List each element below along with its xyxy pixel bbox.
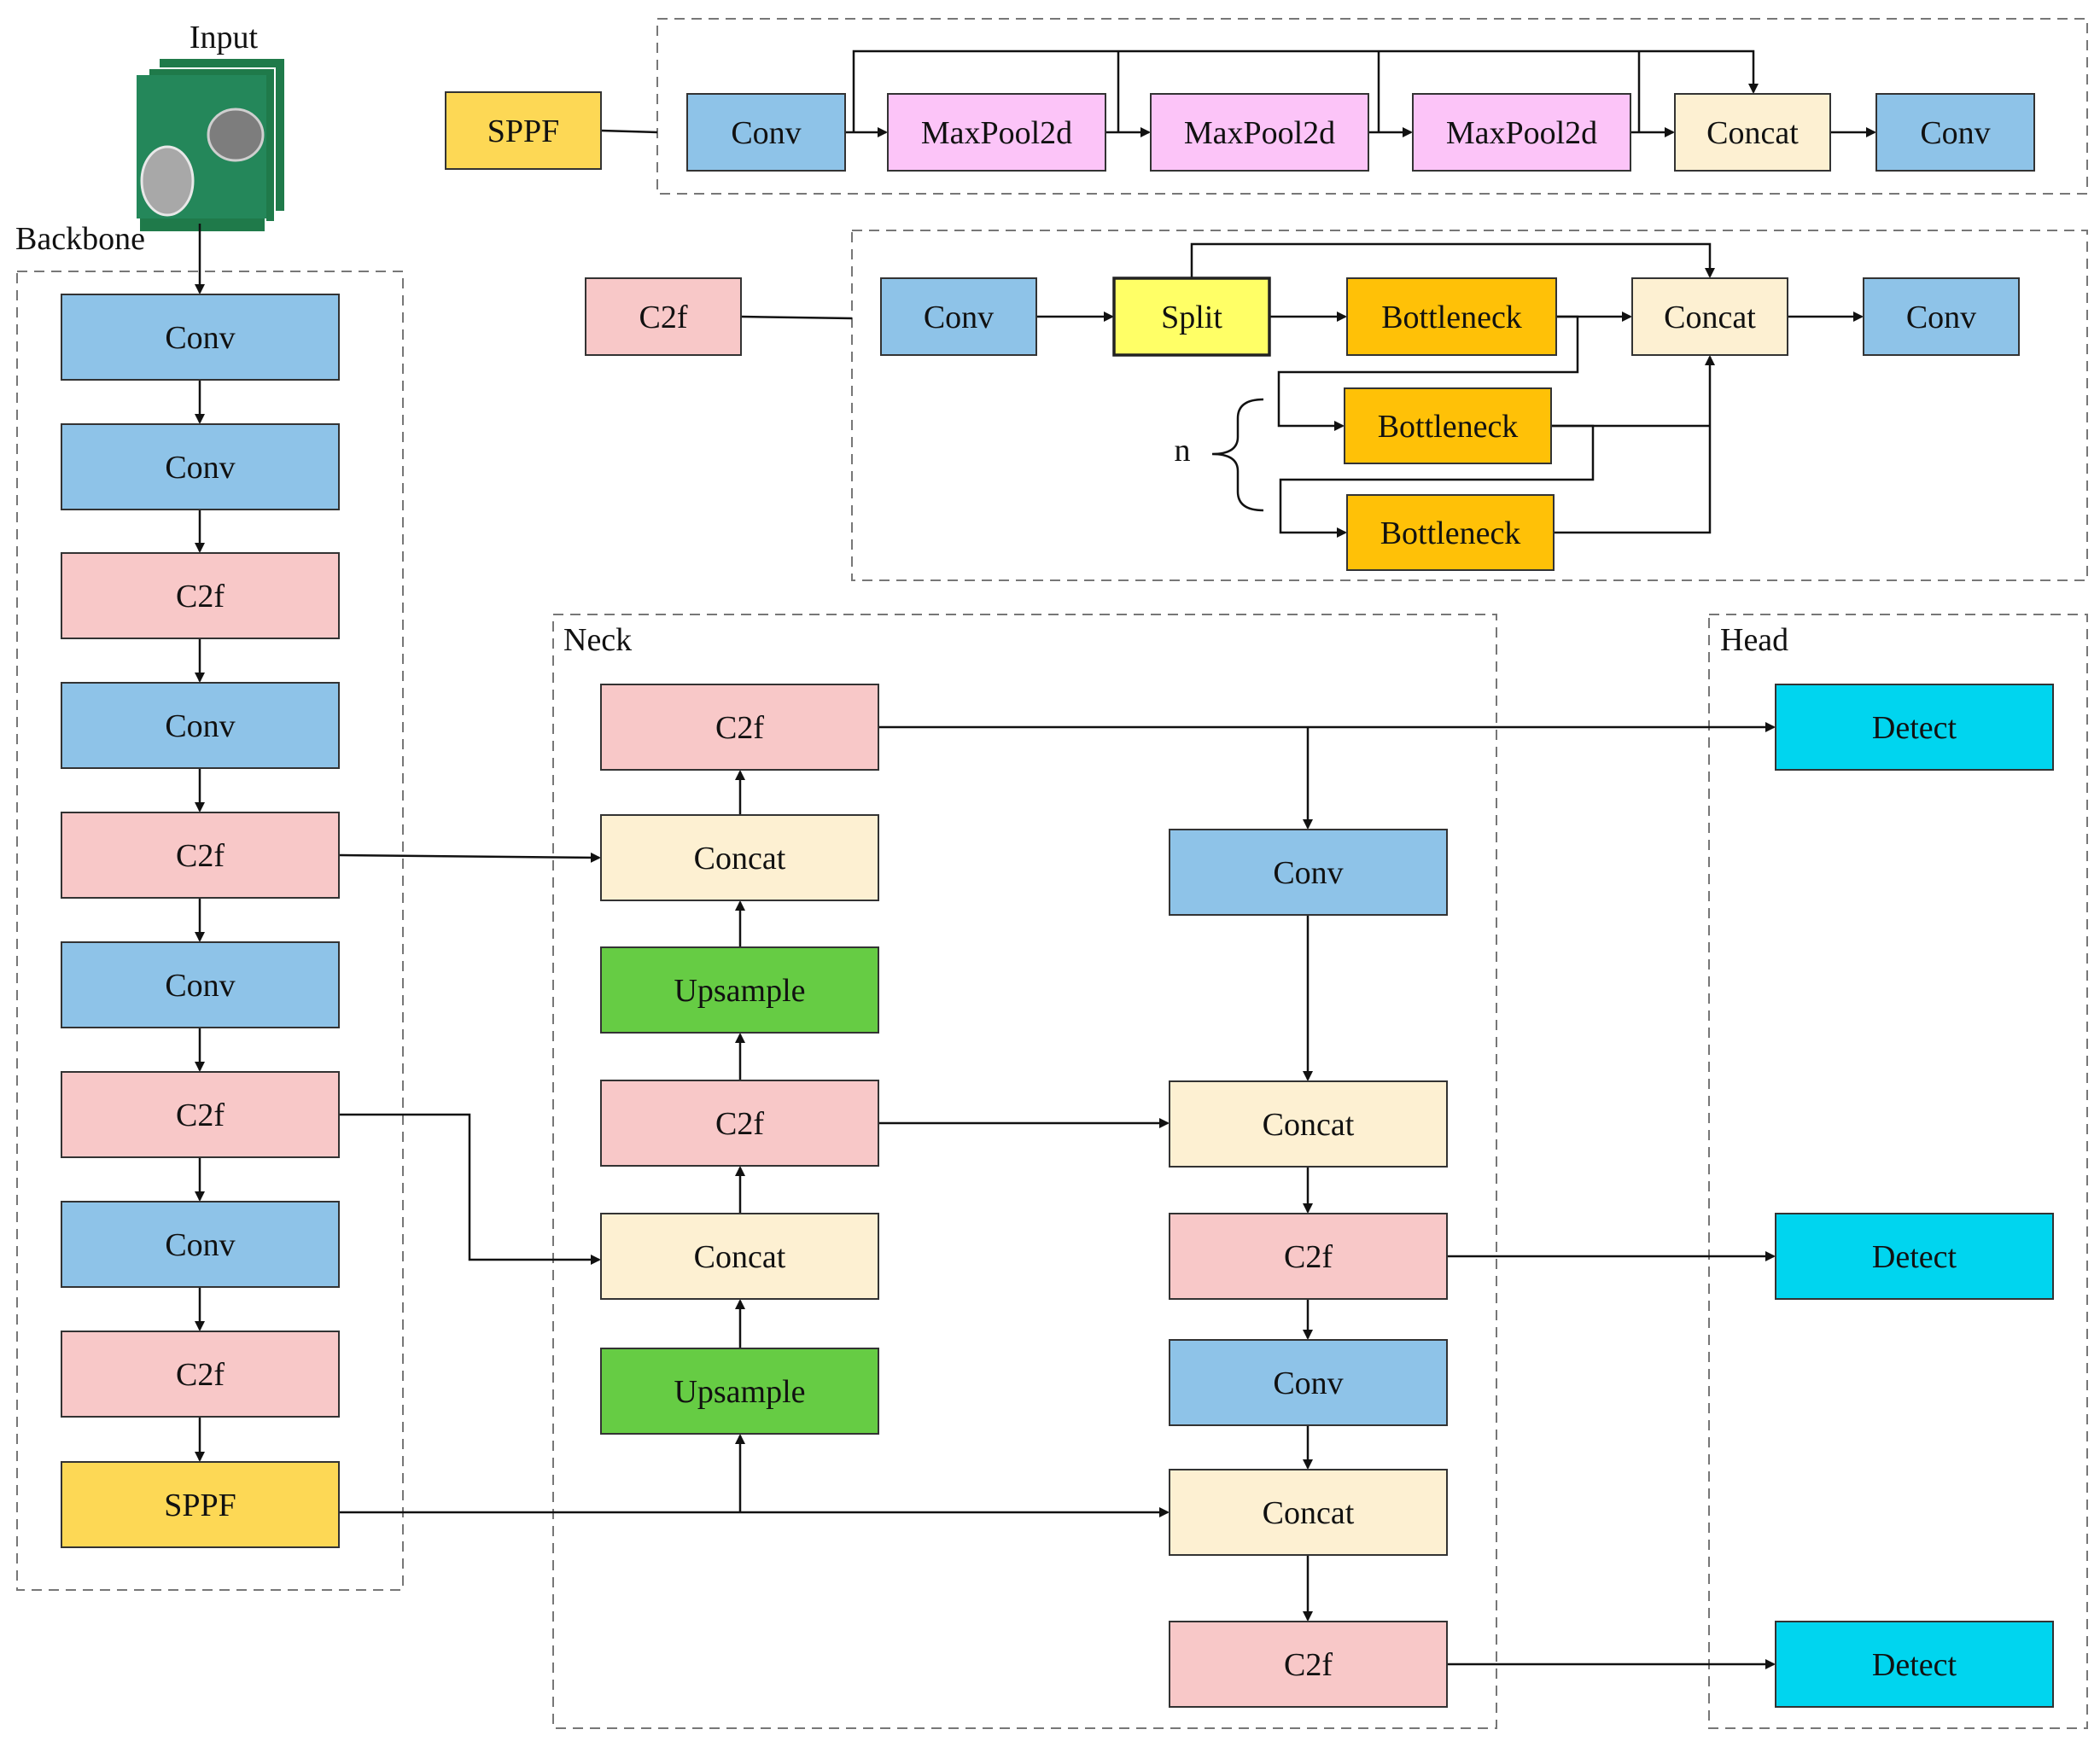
c2f-conv-0-label: Conv: [924, 300, 994, 335]
neck-left-concat-4: Concat: [600, 1213, 879, 1300]
sppf-conv-0-label: Conv: [731, 115, 801, 151]
c2f-bottleneck-2-label: Bottleneck: [1381, 300, 1522, 335]
head-detect-1-label: Detect: [1872, 1239, 1957, 1275]
sppf-maxpool2d-3-label: MaxPool2d: [1446, 115, 1597, 151]
backbone-conv-3-label: Conv: [165, 708, 235, 744]
neck-right-conv-3: Conv: [1169, 1339, 1448, 1426]
sppf-module-container: [656, 18, 2088, 195]
backbone-label: Backbone: [15, 221, 145, 257]
neck-right-conv-3-label: Conv: [1273, 1366, 1343, 1401]
head-detect-1: Detect: [1775, 1213, 2054, 1300]
backbone-conv-0-label: Conv: [165, 320, 235, 356]
neck-right-conv-0-label: Conv: [1273, 855, 1343, 891]
backbone-c2f-6-label: C2f: [176, 1098, 225, 1133]
input-label: Input: [190, 20, 259, 55]
sppf-concat-4: Concat: [1674, 93, 1831, 172]
neck-container: [552, 614, 1497, 1729]
head-detect-2: Detect: [1775, 1621, 2054, 1708]
neck-label: Neck: [563, 622, 632, 658]
c2f-split-1: Split: [1112, 277, 1271, 357]
backbone-conv-7: Conv: [61, 1201, 340, 1288]
neck-right-concat-1-label: Concat: [1263, 1107, 1355, 1143]
neck-left-c2f-0: C2f: [600, 684, 879, 771]
head-detect-0-label: Detect: [1872, 710, 1957, 746]
c2f-bottleneck-2: Bottleneck: [1346, 277, 1557, 356]
backbone-c2f-8-label: C2f: [176, 1357, 225, 1393]
head-detect-2-label: Detect: [1872, 1647, 1957, 1683]
sppf-maxpool2d-3: MaxPool2d: [1412, 93, 1631, 172]
neck-left-upsample-5: Upsample: [600, 1348, 879, 1435]
neck-left-concat-1: Concat: [600, 814, 879, 901]
backbone-conv-0: Conv: [61, 294, 340, 381]
neck-right-concat-1: Concat: [1169, 1080, 1448, 1168]
backbone-conv-1-label: Conv: [165, 450, 235, 486]
c2f-bottleneck-extra-1: Bottleneck: [1344, 387, 1552, 464]
sppf-conv-0: Conv: [686, 93, 846, 172]
neck-right-concat-4-label: Concat: [1263, 1495, 1355, 1531]
neck-right-concat-4: Concat: [1169, 1469, 1448, 1556]
backbone-conv-5-label: Conv: [165, 968, 235, 1004]
c2f-conv-4-label: Conv: [1906, 300, 1976, 335]
backbone-c2f-4-label: C2f: [176, 838, 225, 874]
neck-right-c2f-5-label: C2f: [1284, 1647, 1333, 1683]
c2f-split-1-label: Split: [1161, 300, 1222, 335]
head-container: [1708, 614, 2088, 1729]
c2f-module-title-label: C2f: [639, 300, 688, 335]
c2f-module-title: C2f: [585, 277, 742, 356]
backbone-c2f-6: C2f: [61, 1071, 340, 1158]
backbone-c2f-4: C2f: [61, 812, 340, 899]
sppf-conv-5: Conv: [1875, 93, 2035, 172]
n-label: n: [1175, 433, 1191, 469]
sppf-maxpool2d-1-label: MaxPool2d: [921, 115, 1072, 151]
neck-right-c2f-5: C2f: [1169, 1621, 1448, 1708]
n-brace: [1211, 398, 1264, 512]
neck-left-upsample-2: Upsample: [600, 946, 879, 1034]
sppf-maxpool2d-2-label: MaxPool2d: [1184, 115, 1335, 151]
c2f-bottleneck-extra-2-label: Bottleneck: [1380, 515, 1521, 551]
c2f-concat-3: Concat: [1631, 277, 1788, 356]
backbone-sppf-9: SPPF: [61, 1461, 340, 1548]
head-detect-0: Detect: [1775, 684, 2054, 771]
sppf-module-title: SPPF: [445, 91, 602, 170]
connectors: [195, 49, 1876, 1669]
backbone-container: [16, 271, 404, 1591]
input-image-stack: [137, 57, 286, 233]
backbone-conv-1: Conv: [61, 423, 340, 510]
sppf-maxpool2d-2: MaxPool2d: [1150, 93, 1369, 172]
neck-left-upsample-5-label: Upsample: [674, 1374, 805, 1410]
sppf-module-title-label: SPPF: [487, 114, 560, 149]
neck-left-c2f-3-label: C2f: [715, 1106, 764, 1142]
c2f-conv-0: Conv: [880, 277, 1037, 356]
neck-left-upsample-2-label: Upsample: [674, 973, 805, 1009]
c2f-bottleneck-extra-2: Bottleneck: [1346, 494, 1555, 571]
neck-right-conv-0: Conv: [1169, 829, 1448, 916]
neck-right-c2f-2: C2f: [1169, 1213, 1448, 1300]
neck-left-c2f-3: C2f: [600, 1080, 879, 1167]
backbone-conv-3: Conv: [61, 682, 340, 769]
sppf-concat-4-label: Concat: [1706, 115, 1799, 151]
c2f-bottleneck-extra-1-label: Bottleneck: [1378, 409, 1519, 445]
c2f-conv-4: Conv: [1863, 277, 2020, 356]
backbone-conv-5: Conv: [61, 941, 340, 1028]
neck-left-concat-1-label: Concat: [694, 841, 786, 876]
c2f-concat-3-label: Concat: [1664, 300, 1756, 335]
backbone-c2f-2-label: C2f: [176, 579, 225, 614]
sppf-conv-5-label: Conv: [1920, 115, 1990, 151]
neck-right-c2f-2-label: C2f: [1284, 1239, 1333, 1275]
c2f-module-container: [851, 230, 2088, 581]
backbone-conv-7-label: Conv: [165, 1227, 235, 1263]
neck-left-c2f-0-label: C2f: [715, 710, 764, 746]
sppf-maxpool2d-1: MaxPool2d: [887, 93, 1106, 172]
backbone-c2f-2: C2f: [61, 552, 340, 639]
head-label: Head: [1720, 622, 1788, 658]
backbone-c2f-8: C2f: [61, 1331, 340, 1418]
backbone-sppf-9-label: SPPF: [164, 1488, 236, 1523]
neck-left-concat-4-label: Concat: [694, 1239, 786, 1275]
